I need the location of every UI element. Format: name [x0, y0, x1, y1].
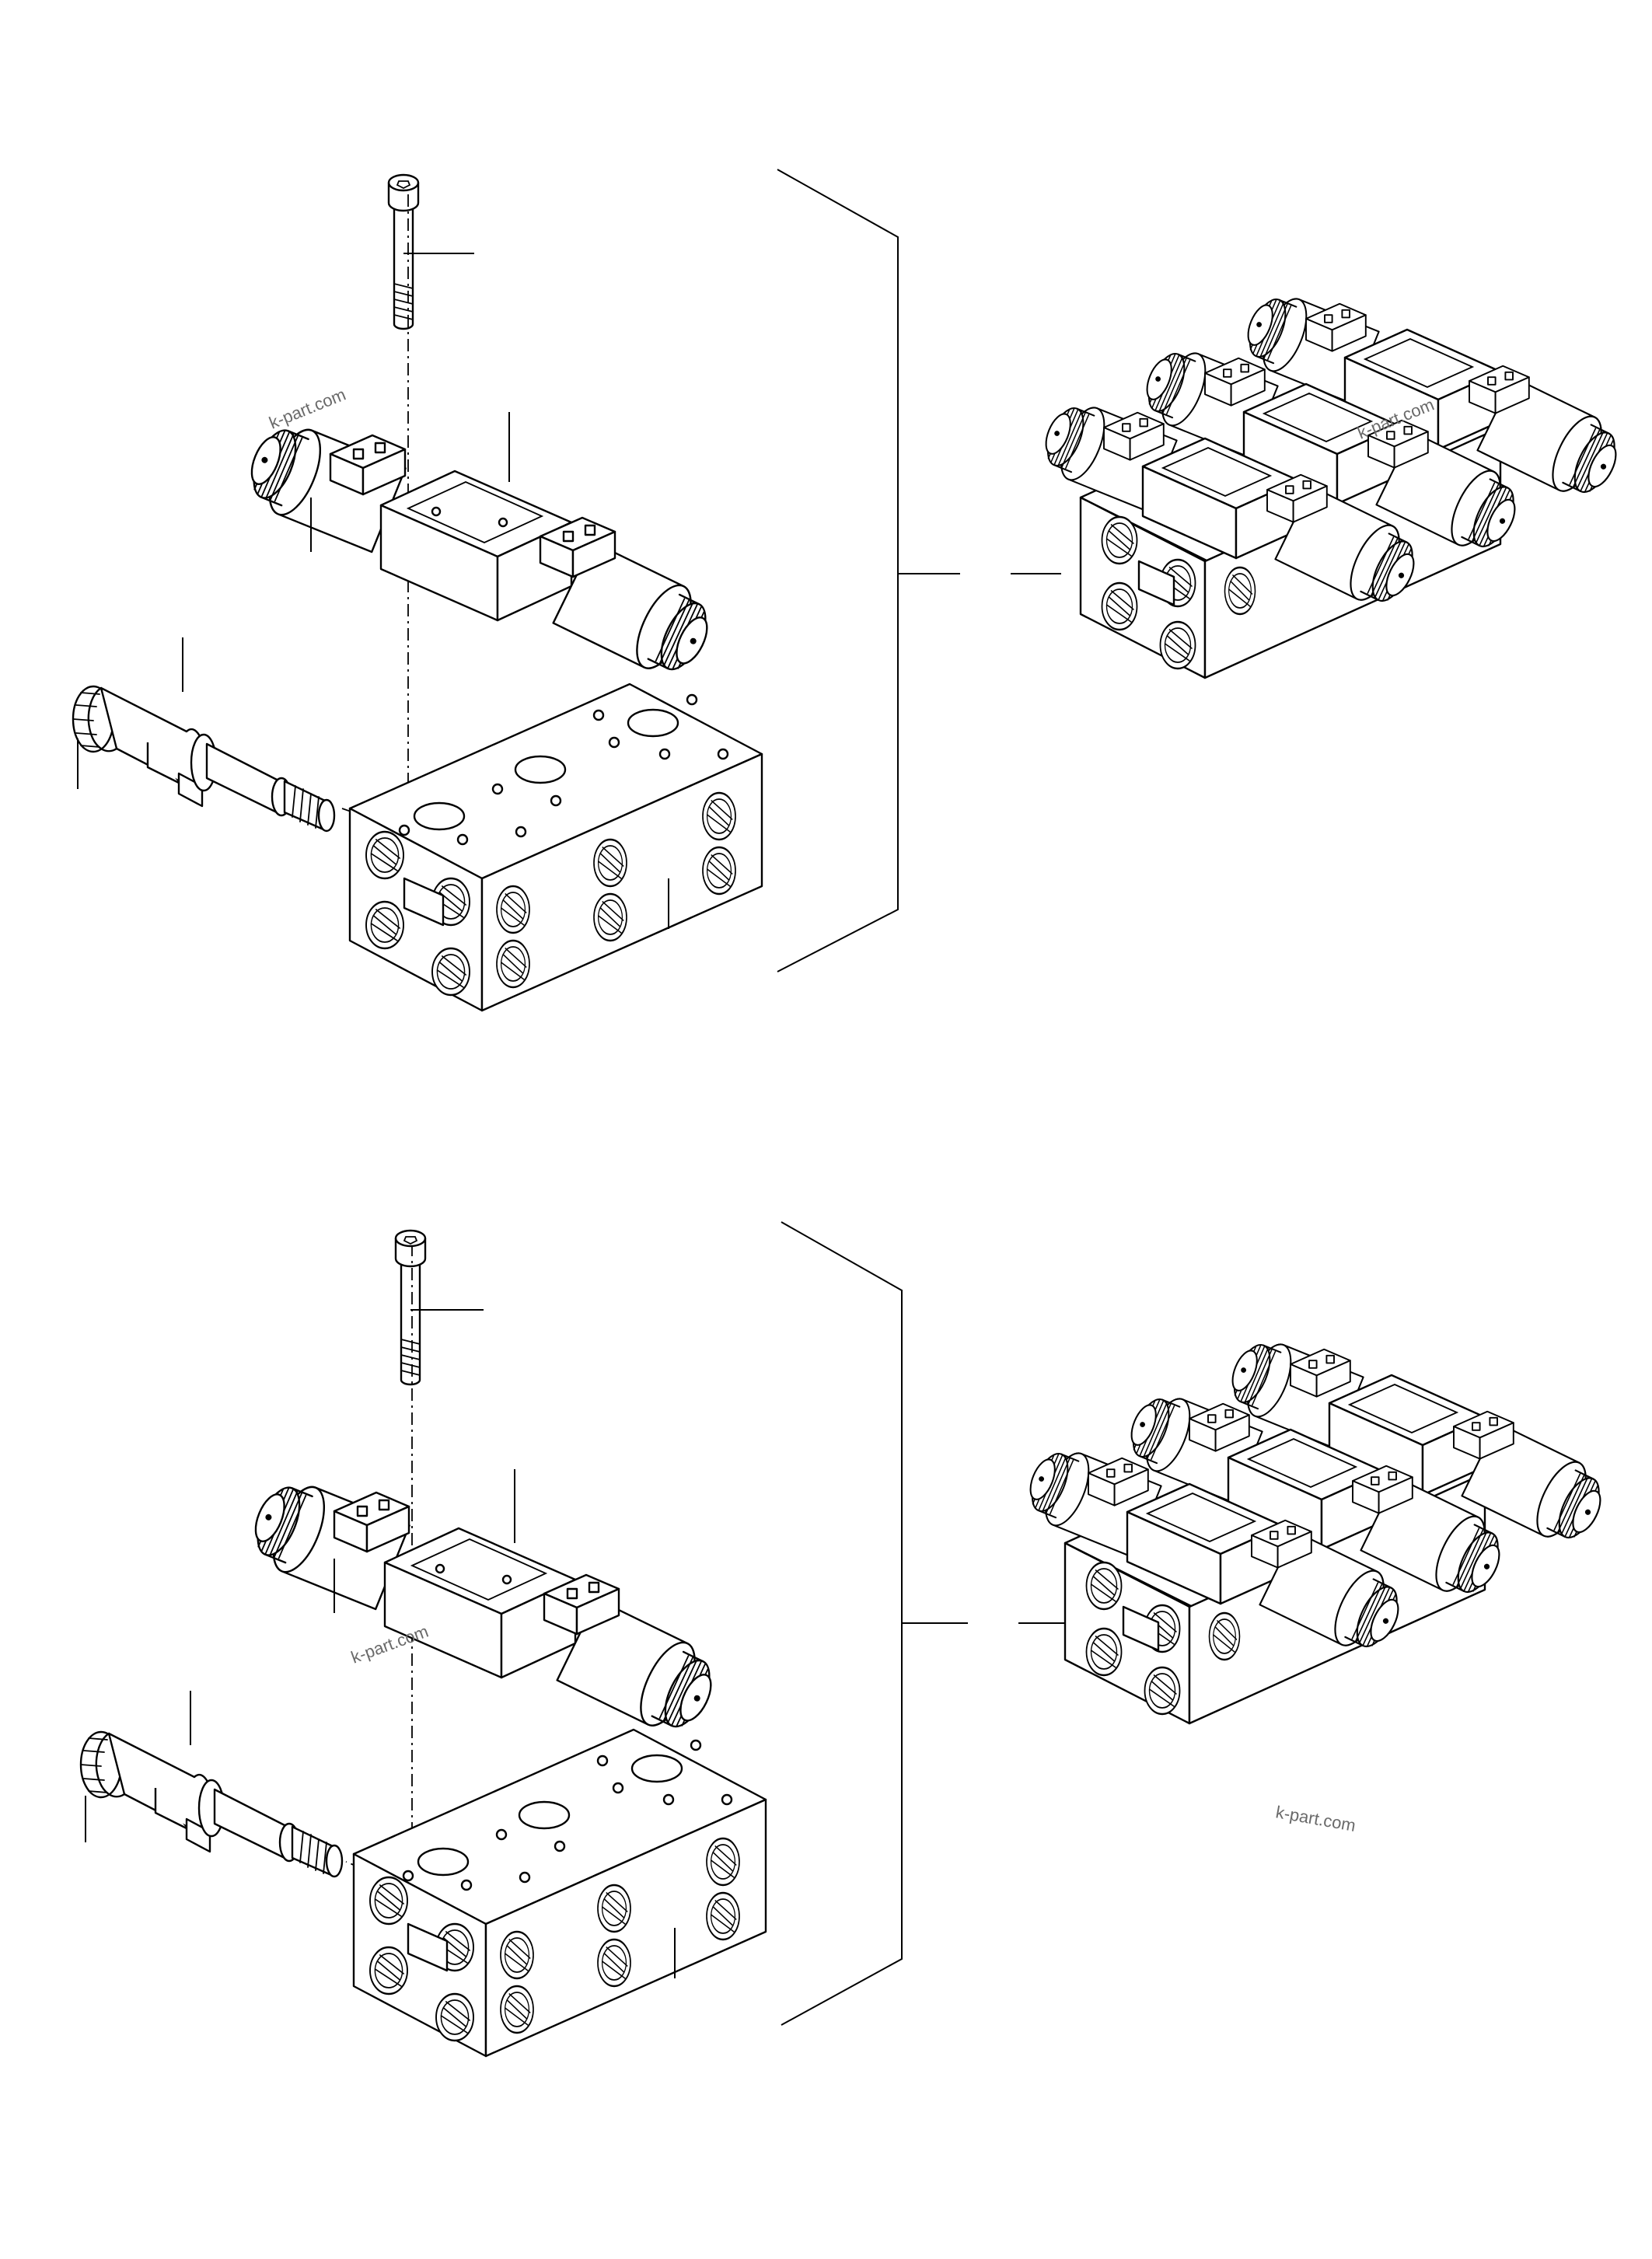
- watermark: k-part.com: [267, 385, 349, 433]
- solenoid-valve-icon: [243, 1472, 726, 1743]
- bracket-top: [777, 169, 899, 972]
- socket-cap-screw-icon: [394, 1229, 427, 1386]
- watermark: k-part.com: [1274, 1802, 1357, 1835]
- bottom-exploded-view: [79, 1221, 1614, 2056]
- valve-stack-assembly-icon: [1019, 1332, 1614, 1723]
- pressure-switch-icon: [72, 685, 336, 833]
- top-exploded-view: [72, 169, 1629, 1011]
- pressure-switch-icon: [79, 1730, 344, 1878]
- manifold-block-icon: [350, 684, 762, 1011]
- bracket-bottom: [781, 1221, 903, 2026]
- socket-cap-screw-icon: [387, 173, 420, 330]
- manifold-block-icon: [354, 1730, 766, 2056]
- valve-stack-assembly-icon: [1035, 286, 1629, 678]
